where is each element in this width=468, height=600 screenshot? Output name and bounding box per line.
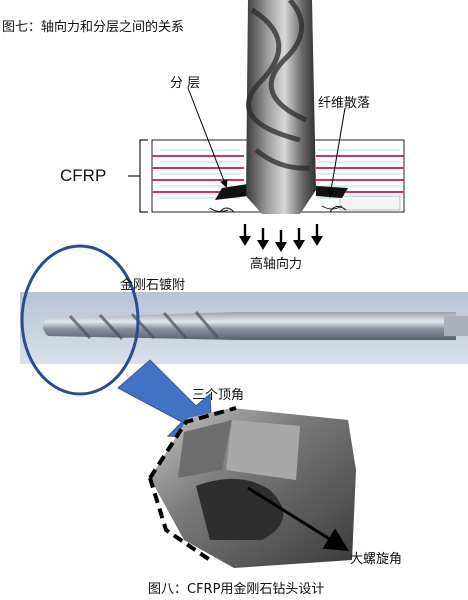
delamination-pointer xyxy=(187,87,228,188)
helix-angle-pointer xyxy=(247,486,350,552)
label-fiber-scatter: 纤维散落 xyxy=(318,96,371,111)
fiber-scatter-pointer xyxy=(327,107,346,198)
figure7-caption: 图七：轴向力和分层之间的关系 xyxy=(2,20,185,35)
drill-tip-closeup xyxy=(148,406,356,568)
highlight-circle xyxy=(20,244,140,396)
drill-photo xyxy=(20,292,468,364)
label-delamination: 分 层 xyxy=(170,76,201,91)
drill-bit-fig7 xyxy=(246,0,316,214)
label-cfrp: CFRP xyxy=(60,166,107,185)
cfrp-bracket xyxy=(128,139,148,213)
figure8-caption: 图八：CFRP用金刚石钻头设计 xyxy=(148,582,325,597)
label-diamond-coating: 金刚石镀附 xyxy=(120,278,186,293)
label-three-tips: 三个顶角 xyxy=(192,388,245,403)
label-axial-force: 高轴向力 xyxy=(250,257,303,272)
label-helix-angle: 大螺旋角 xyxy=(350,552,403,567)
axial-force-arrows xyxy=(239,224,323,252)
